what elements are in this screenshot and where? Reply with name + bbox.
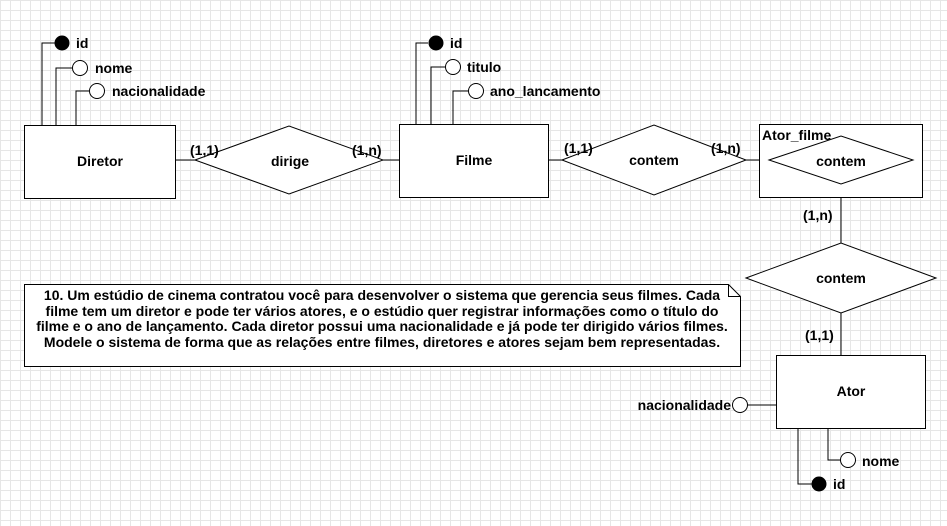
attribute-marker-icon (468, 83, 484, 99)
attribute-marker-icon (89, 83, 105, 99)
ator-attr-id: id (833, 476, 845, 492)
relationship-dirige[interactable] (193, 125, 385, 195)
filme-attr-ano: ano_lancamento (490, 83, 600, 99)
entity-ator-filme-label: Ator_filme (762, 127, 831, 143)
relationship-dirige-label: dirige (271, 153, 309, 169)
relationship-contem-aggregate[interactable] (767, 135, 915, 185)
entity-ator-box[interactable] (776, 355, 926, 429)
entity-filme-label: Filme (456, 152, 493, 168)
pk-marker-icon (428, 35, 444, 51)
attribute-marker-icon (732, 397, 748, 413)
relationship-contem-ator-label: contem (816, 270, 866, 286)
note-fold (728, 284, 741, 297)
ator-attr-nacionalidade: nacionalidade (638, 397, 732, 413)
cardinality-contem-ator-top: (1,n) (803, 207, 833, 223)
cardinality-dirige-right: (1,n) (352, 142, 382, 158)
attribute-marker-icon (445, 59, 461, 75)
ator-attr-nome: nome (862, 453, 900, 469)
entity-diretor-label: Diretor (77, 153, 123, 169)
cardinality-contem-ator-bottom: (1,1) (805, 327, 834, 343)
relationship-contem-ator[interactable] (744, 242, 938, 314)
cardinality-contem-filme-left: (1,1) (564, 140, 593, 156)
pk-marker-icon (54, 35, 70, 51)
diretor-attr-id: id (76, 35, 88, 51)
filme-attr-titulo: titulo (467, 59, 501, 75)
relationship-contem-filme-label: contem (629, 152, 679, 168)
attribute-marker-icon (840, 452, 856, 468)
entity-diretor-box[interactable] (24, 125, 176, 199)
filme-attr-id: id (450, 35, 462, 51)
entity-ator-label: Ator (837, 383, 866, 399)
cardinality-dirige-left: (1,1) (190, 142, 219, 158)
note-shape[interactable] (24, 284, 741, 367)
cardinality-contem-filme-right: (1,n) (711, 140, 741, 156)
relationship-contem-aggregate-label: contem (816, 153, 866, 169)
pk-marker-icon (811, 476, 827, 492)
attribute-marker-icon (72, 60, 88, 76)
entity-filme-box[interactable] (399, 124, 549, 198)
relationship-contem-filme[interactable] (560, 124, 748, 196)
diretor-attr-nome: nome (95, 60, 133, 76)
diretor-attr-nacionalidade: nacionalidade (112, 83, 206, 99)
